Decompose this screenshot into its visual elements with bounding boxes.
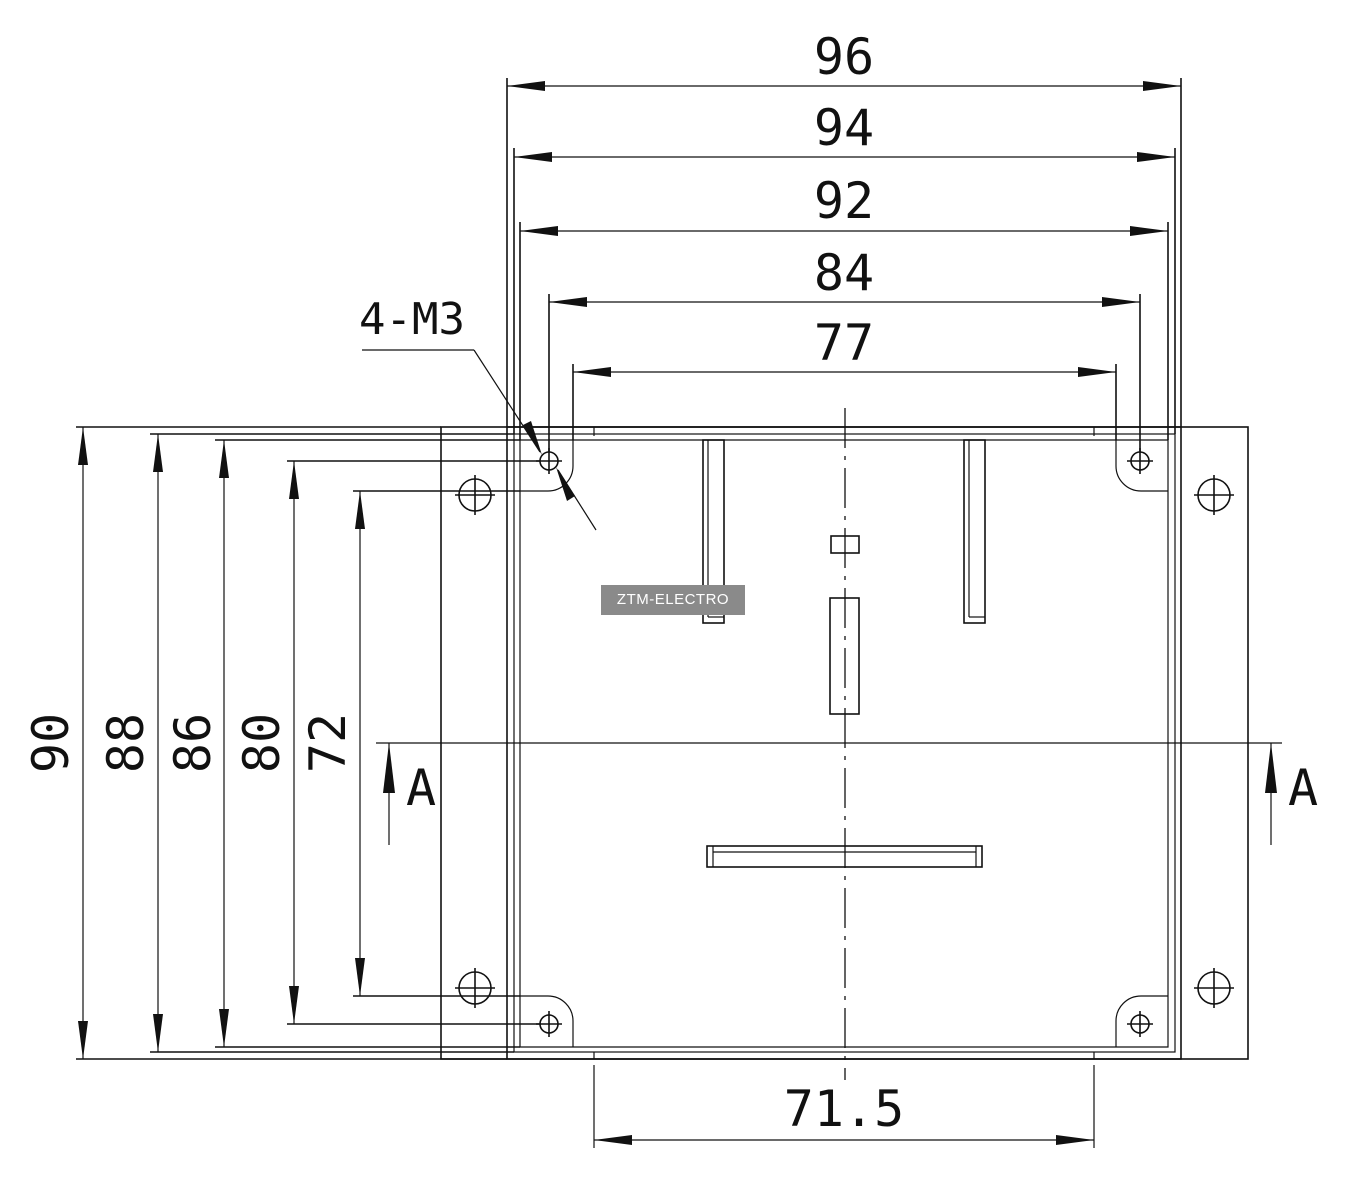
dimension-88: 88 — [97, 434, 163, 1052]
dimension-71-5: 71.5 — [593, 1065, 1095, 1148]
dimension-92: 92 — [520, 172, 1168, 236]
corner-boss-bottom-left — [520, 995, 574, 1047]
dimension-extension-lines-vertical — [76, 426, 540, 1060]
section-label-right: A — [1288, 759, 1318, 817]
flange-mounting-hole — [1194, 968, 1234, 1008]
dimension-94: 94 — [514, 99, 1175, 162]
enclosure-lid-outline — [519, 439, 1169, 1048]
dimension-label-84: 84 — [814, 244, 874, 302]
flange-mounting-hole — [455, 475, 495, 515]
section-marker-right: A — [1265, 743, 1318, 845]
dimension-label-96: 96 — [814, 28, 874, 86]
dimension-label-92: 92 — [814, 172, 874, 230]
dimension-90: 90 — [22, 427, 88, 1059]
dimension-label-90: 90 — [22, 713, 80, 773]
dimension-label-71-5: 71.5 — [784, 1080, 904, 1138]
dimension-label-77: 77 — [814, 314, 874, 372]
corner-boss-bottom-right — [1115, 995, 1168, 1047]
guide-slot-right — [963, 439, 986, 624]
flange-mounting-hole — [455, 968, 495, 1008]
dimension-86: 86 — [164, 440, 229, 1047]
dimension-80: 80 — [233, 461, 299, 1024]
dimension-77: 77 — [573, 314, 1116, 377]
dimension-96: 96 — [507, 28, 1181, 91]
dimension-72: 72 — [299, 491, 365, 996]
hole-callout: 4-M3 — [359, 294, 597, 531]
dimension-label-72: 72 — [299, 713, 357, 773]
watermark-badge: ZTM-ELECTRO — [601, 585, 745, 615]
dimension-84: 84 — [549, 244, 1140, 307]
dimension-label-94: 94 — [814, 99, 874, 157]
dimension-label-86: 86 — [164, 713, 222, 773]
hole-callout-label: 4-M3 — [359, 294, 465, 345]
flange-mounting-hole — [1194, 475, 1234, 515]
guide-slot-left — [702, 439, 725, 624]
dimension-label-88: 88 — [97, 713, 155, 773]
section-label-left: A — [406, 759, 436, 817]
section-marker-left: A — [383, 743, 436, 845]
dimension-extension-lines — [506, 78, 1182, 452]
dimension-label-80: 80 — [233, 713, 291, 773]
corner-boss-top-right — [1115, 440, 1168, 492]
